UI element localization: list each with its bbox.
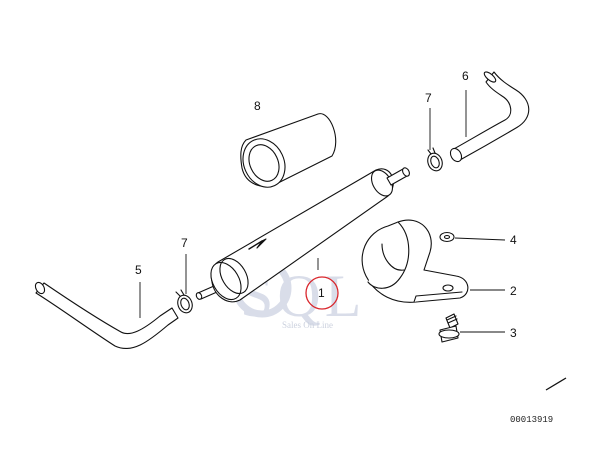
callout-1-highlight (305, 276, 339, 310)
callout-4: 4 (510, 233, 517, 247)
hose-clamp-7-upper (427, 147, 443, 172)
callout-5: 5 (135, 263, 142, 277)
corner-mark (545, 377, 567, 391)
callout-2: 2 (510, 284, 517, 298)
callout-6: 6 (462, 69, 469, 83)
bracket-2 (361, 219, 469, 303)
callout-8: 8 (254, 99, 261, 113)
drawing-code: 00013919 (510, 415, 553, 425)
callout-7-lower: 7 (181, 236, 188, 250)
callouts: 1 2 3 4 5 6 7 7 8 (135, 69, 517, 340)
callout-7-upper: 7 (425, 91, 432, 105)
callout-3: 3 (510, 326, 517, 340)
hose-6 (449, 71, 530, 163)
washer-4 (439, 231, 455, 243)
hose-clamp-7-lower (175, 289, 193, 314)
leader-lines (139, 90, 506, 333)
watermark-caption: Sales On Line (282, 320, 333, 330)
callout-1: 1 (318, 286, 325, 300)
bolt-3 (438, 313, 460, 343)
rubber-sleeve-8 (240, 113, 337, 188)
leader-4 (454, 237, 506, 241)
fuel-filter-1 (195, 167, 410, 303)
hose-5 (34, 281, 179, 350)
watermark: SQL Sales On Line (232, 258, 361, 330)
